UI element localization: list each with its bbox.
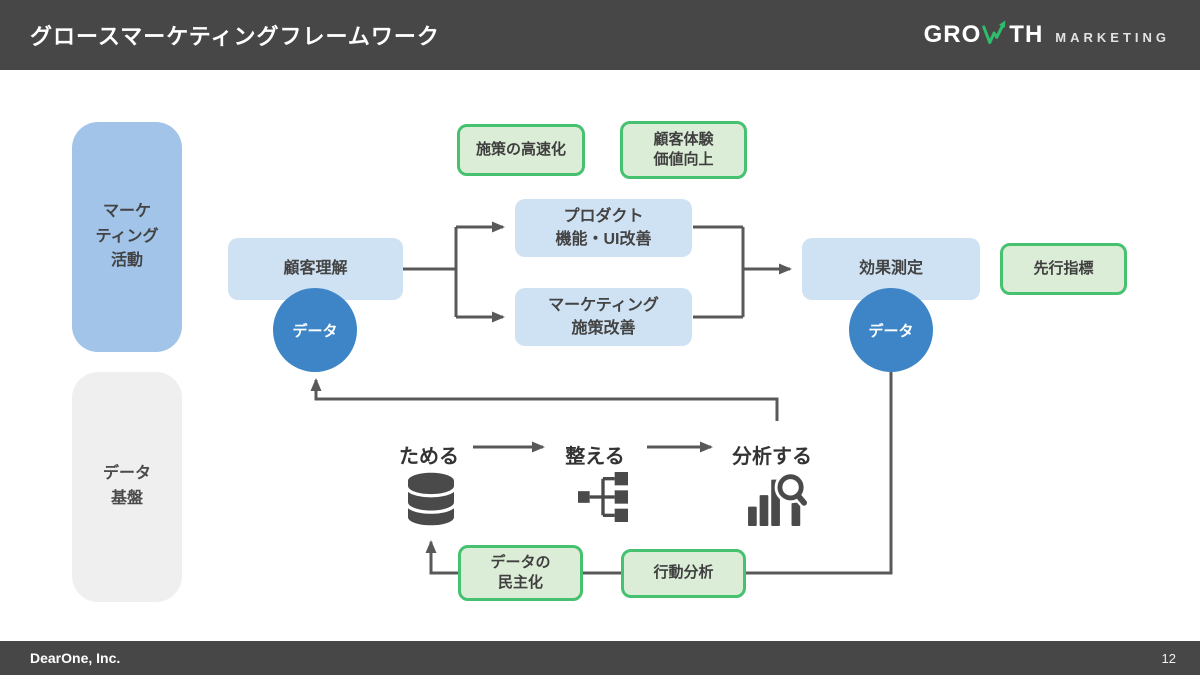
- pipeline-store-label: ためる: [399, 445, 459, 468]
- node-product-improvement: プロダクト 機能・UI改善: [515, 199, 692, 257]
- logo-text-1: GRO: [923, 21, 982, 48]
- lane-marketing-activity: マーケ ティング 活動: [72, 122, 182, 352]
- logo-subtext: MARKETING: [1055, 29, 1170, 45]
- chart-search-icon: [748, 471, 808, 526]
- growth-arrow-icon: [982, 20, 1006, 45]
- badge-customer-experience: 顧客体験 価値向上: [620, 121, 747, 179]
- data-circle-right: データ: [849, 288, 933, 372]
- page-title: グロースマーケティングフレームワーク: [30, 24, 440, 49]
- badge-speed: 施策の高速化: [457, 124, 585, 176]
- database-icon: [408, 472, 454, 526]
- logo-wordmark: GRO TH: [924, 18, 1044, 52]
- growth-marketing-logo: GRO TH MARKETING: [924, 18, 1170, 52]
- pipeline-arrange-label: 整える: [565, 445, 625, 468]
- node-marketing-improvement: マーケティング 施策改善: [515, 288, 692, 346]
- company-name: DearOne, Inc.: [30, 650, 121, 666]
- sitemap-icon: [578, 472, 628, 522]
- header-bar: グロースマーケティングフレームワーク GRO TH MARKETING: [0, 0, 1200, 70]
- badge-behavior-analysis: 行動分析: [621, 549, 746, 598]
- logo-text-2: TH: [1009, 21, 1044, 48]
- data-circle-left: データ: [273, 288, 357, 372]
- pipeline-analyze-label: 分析する: [732, 445, 812, 468]
- lane-data-platform: データ 基盤: [72, 372, 182, 602]
- badge-leading-indicator: 先行指標: [1000, 243, 1127, 295]
- page-number: 12: [1161, 650, 1176, 666]
- badge-data-democratization: データの 民主化: [458, 545, 583, 601]
- footer-bar: DearOne, Inc. 12: [0, 641, 1200, 675]
